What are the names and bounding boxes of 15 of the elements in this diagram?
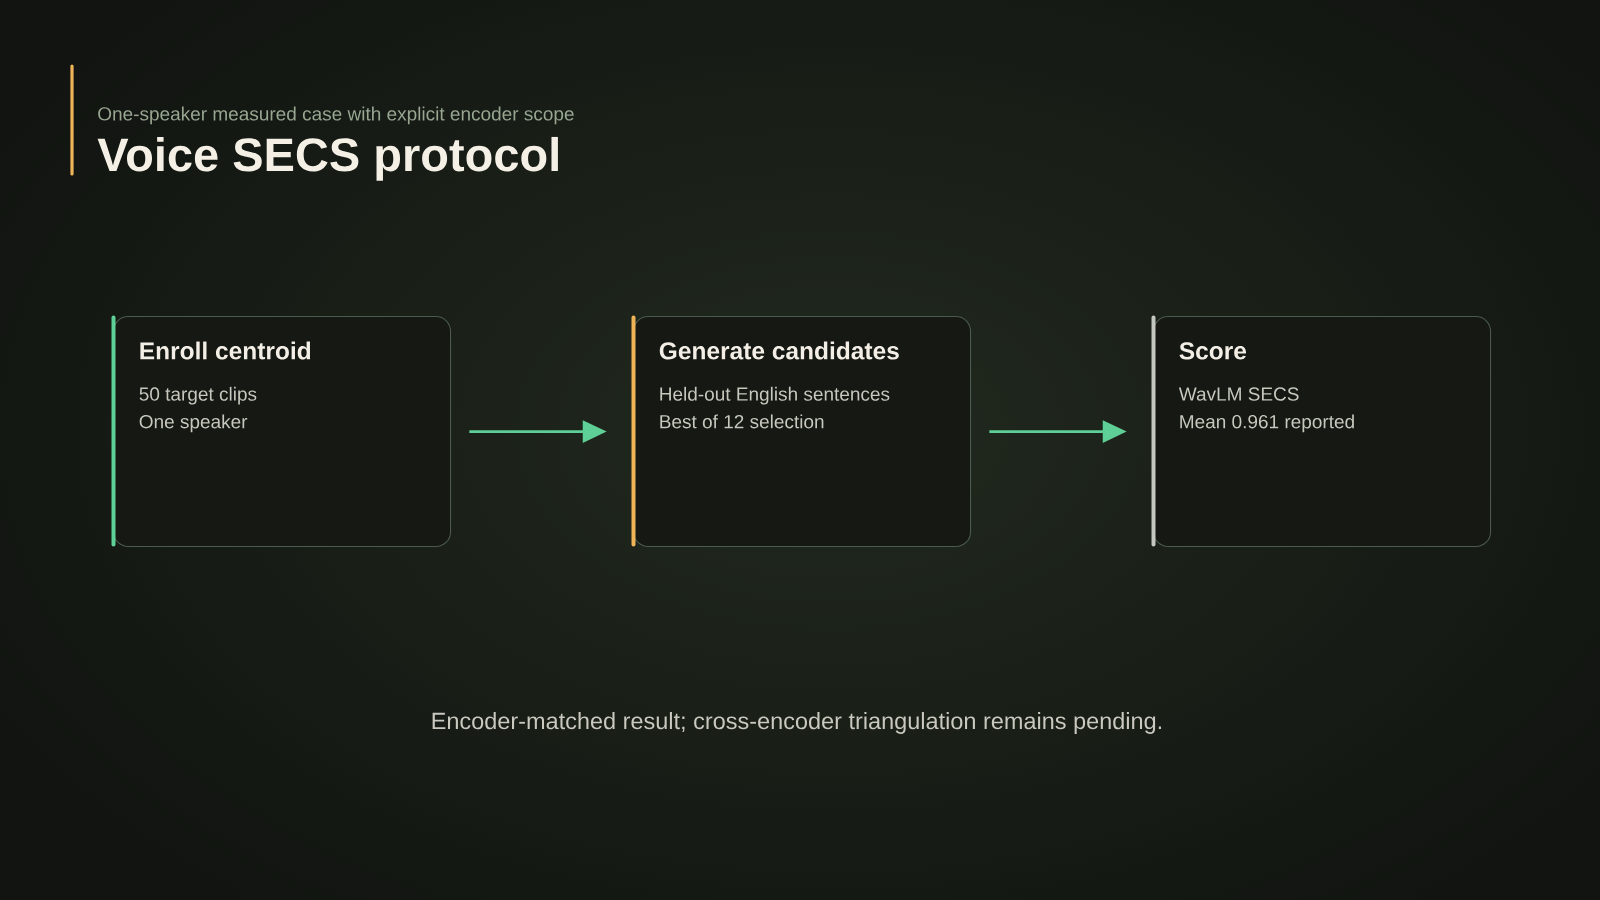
step-detail: Best of 12 selection bbox=[660, 414, 824, 429]
process-box bbox=[1151, 315, 1492, 548]
process-box bbox=[631, 315, 972, 548]
subtitle: One-speaker measured case with explicit encoder scope bbox=[98, 106, 574, 125]
step-detail: 50 target clips bbox=[139, 386, 257, 405]
step-detail: Held-out English sentences bbox=[660, 386, 890, 405]
step-title: Score bbox=[1179, 342, 1247, 360]
step-title: Generate candidates bbox=[659, 341, 899, 360]
process-box bbox=[111, 315, 452, 548]
step-detail: Mean 0.961 reported bbox=[1180, 414, 1354, 433]
step-title: Enroll centroid bbox=[140, 341, 311, 360]
step-detail: One speaker bbox=[139, 414, 248, 433]
step-detail: WavLM SECS bbox=[1178, 387, 1299, 401]
title: Voice SECS protocol bbox=[97, 136, 558, 181]
caption: Encoder-matched result; cross-encoder triangulation remains pending. bbox=[432, 712, 1161, 734]
